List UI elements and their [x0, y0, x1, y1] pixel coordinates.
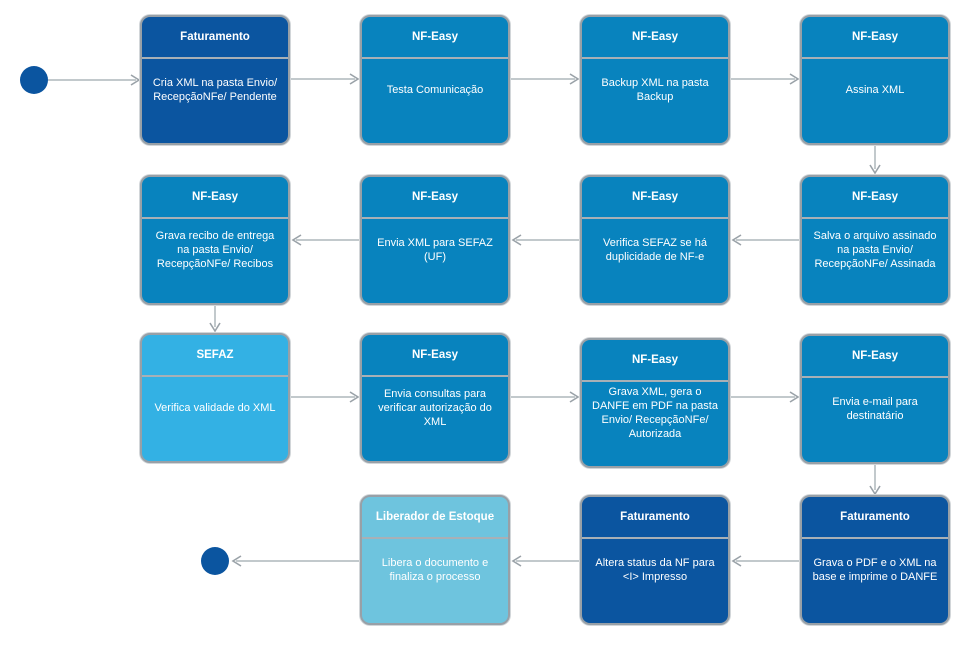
flow-node-body: Backup XML na pasta Backup	[601, 77, 709, 103]
flow-node-grava-xml-danfe: NF-Easy Grava XML, gera o DANFE em PDF n…	[580, 338, 730, 468]
flow-node-body: Assina XML	[845, 84, 905, 96]
connector-arrow	[209, 306, 221, 333]
flow-node-body: Verifica validade do XML	[154, 402, 276, 414]
end-node-icon	[201, 547, 229, 575]
connector-arrow	[511, 73, 580, 85]
connector-arrow	[511, 234, 579, 246]
flow-node-header: NF-Easy	[362, 17, 508, 59]
flow-node-header: NF-Easy	[362, 177, 508, 219]
flow-node-header: NF-Easy	[142, 177, 288, 219]
flow-node-header: Faturamento	[142, 17, 288, 59]
flow-node-body: Envia consultas para verificar autorizaç…	[378, 388, 492, 428]
connector-arrow	[291, 234, 359, 246]
flow-node-header: Faturamento	[802, 497, 948, 539]
connector-arrow	[291, 73, 360, 85]
flow-node-verifica-validade: SEFAZ Verifica validade do XML	[140, 333, 290, 463]
connector-arrow	[511, 391, 580, 403]
flow-node-header: SEFAZ	[142, 335, 288, 377]
connector-arrow	[511, 555, 579, 567]
flow-node-body: Verifica SEFAZ se há duplicidade de NF-e	[603, 237, 707, 263]
flow-node-libera-documento: Liberador de Estoque Libera o documento …	[360, 495, 510, 625]
connector-arrow	[731, 391, 800, 403]
connector-arrow	[869, 464, 881, 496]
flow-node-header: NF-Easy	[802, 177, 948, 219]
flow-node-body: Libera o documento e finaliza o processo	[381, 557, 489, 583]
flow-node-header: NF-Easy	[802, 336, 948, 378]
flow-node-header: NF-Easy	[362, 335, 508, 377]
flow-node-salva-arquivo-assinado: NF-Easy Salva o arquivo assinado na past…	[800, 175, 950, 305]
flow-node-grava-pdf-imprime: Faturamento Grava o PDF e o XML na base …	[800, 495, 950, 625]
flow-node-cria-xml: Faturamento Cria XML na pasta Envio/ Rec…	[140, 15, 290, 145]
flow-node-body: Testa Comunicação	[386, 84, 484, 96]
flow-node-header: NF-Easy	[582, 340, 728, 382]
flow-node-envia-xml-sefaz: NF-Easy Envia XML para SEFAZ (UF)	[360, 175, 510, 305]
flow-node-grava-recibo: NF-Easy Grava recibo de entrega na pasta…	[140, 175, 290, 305]
connector-arrow	[231, 555, 359, 567]
connector-arrow	[291, 391, 360, 403]
flow-node-testa-comunicacao: NF-Easy Testa Comunicação	[360, 15, 510, 145]
flow-node-body: Grava recibo de entrega na pasta Envio/ …	[155, 230, 275, 270]
flow-node-envia-email: NF-Easy Envia e-mail para destinatário	[800, 334, 950, 464]
connector-arrow	[731, 555, 799, 567]
flow-node-header: Faturamento	[582, 497, 728, 539]
flow-node-verifica-duplicidade: NF-Easy Verifica SEFAZ se há duplicidade…	[580, 175, 730, 305]
flow-node-header: NF-Easy	[582, 17, 728, 59]
connector-arrow	[731, 73, 800, 85]
flow-node-header: Liberador de Estoque	[362, 497, 508, 539]
connector-arrow	[869, 146, 881, 175]
flow-node-body: Cria XML na pasta Envio/ RecepçãoNFe/ Pe…	[152, 77, 278, 103]
flow-node-body: Grava o PDF e o XML na base e imprime o …	[812, 557, 938, 583]
flow-node-backup-xml: NF-Easy Backup XML na pasta Backup	[580, 15, 730, 145]
start-node-icon	[20, 66, 48, 94]
flow-node-altera-status: Faturamento Altera status da NF para <I>…	[580, 495, 730, 625]
flow-node-body: Grava XML, gera o DANFE em PDF na pasta …	[592, 386, 718, 440]
flow-node-header: NF-Easy	[582, 177, 728, 219]
flow-node-body: Envia e-mail para destinatário	[832, 396, 918, 422]
connector-arrow	[48, 74, 141, 86]
flow-node-body: Salva o arquivo assinado na pasta Envio/…	[813, 230, 937, 270]
flow-node-envia-consultas: NF-Easy Envia consultas para verificar a…	[360, 333, 510, 463]
flow-node-assina-xml: NF-Easy Assina XML	[800, 15, 950, 145]
flow-node-header: NF-Easy	[802, 17, 948, 59]
flow-node-body: Altera status da NF para <I> Impresso	[595, 557, 715, 583]
flow-node-body: Envia XML para SEFAZ (UF)	[377, 237, 493, 263]
connector-arrow	[731, 234, 799, 246]
